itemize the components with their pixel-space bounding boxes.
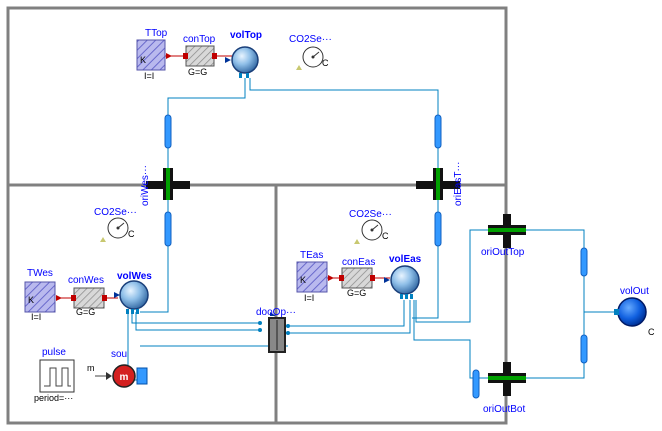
orifice-wes-top[interactable] — [146, 168, 190, 200]
voltop-volume[interactable] — [225, 46, 259, 78]
twes-port-label: K — [28, 295, 35, 305]
ttop-port-label: K — [140, 55, 147, 65]
conwes-label: conWes — [68, 275, 104, 286]
ttop-block[interactable] — [136, 39, 172, 71]
volwes-label: volWes — [117, 271, 152, 282]
ttop-param: I=I — [144, 71, 155, 81]
co2-sensor-wes[interactable] — [100, 217, 129, 242]
twes-block[interactable] — [24, 281, 62, 313]
pulse-param: period=··· — [34, 393, 74, 403]
heat-connections — [57, 55, 390, 299]
coneas-param: G=G — [347, 288, 367, 298]
orifice-out-top[interactable] — [488, 214, 526, 248]
co2-sensor-top-unit: C — [322, 58, 329, 68]
voltop-label: volTop — [230, 30, 263, 41]
voleas-volume[interactable] — [384, 265, 420, 299]
door-label: dooOp··· — [256, 307, 297, 318]
pipes — [164, 114, 588, 399]
coneas-label: conEas — [342, 257, 376, 268]
svg-text:m: m — [120, 372, 129, 383]
pulse-block[interactable] — [39, 359, 75, 393]
orifice-out-bot-label: oriOutBot — [483, 404, 526, 415]
fluid-connections — [127, 78, 614, 381]
sou-port-label: m — [87, 363, 95, 373]
co2-sensor-eas-label: CO2Se··· — [349, 209, 392, 220]
contop-block[interactable] — [183, 45, 217, 67]
conwes-block[interactable] — [71, 287, 107, 309]
contop-param: G=G — [188, 67, 208, 77]
volout-volume[interactable] — [614, 297, 647, 327]
volwes-volume[interactable] — [114, 280, 149, 314]
twes-param: I=I — [31, 312, 42, 322]
voleas-label: volEas — [389, 254, 422, 265]
teas-param: I=I — [304, 293, 315, 303]
co2-sensor-wes-label: CO2Se··· — [94, 207, 137, 218]
orifice-out-top-label: oriOutTop — [481, 247, 525, 258]
teas-block[interactable] — [296, 261, 334, 293]
teas-label: TEas — [300, 250, 324, 261]
co2-sensor-wes-unit: C — [128, 229, 135, 239]
orifice-eas-top-label: oriEasT··· — [453, 161, 464, 206]
co2-sensor-eas-unit: C — [382, 231, 389, 241]
walls — [6, 6, 508, 425]
conwes-param: G=G — [76, 307, 96, 317]
orifice-out-bot[interactable] — [488, 362, 526, 396]
contop-label: conTop — [183, 34, 216, 45]
coneas-block[interactable] — [339, 267, 375, 289]
teas-port-label: K — [300, 275, 307, 285]
ttop-label: TTop — [145, 28, 168, 39]
orifice-wes-top-label: oriWes··· — [140, 165, 151, 206]
orifice-eas-top[interactable] — [416, 168, 460, 200]
twes-label: TWes — [27, 268, 53, 279]
co2-sensor-top[interactable] — [296, 46, 324, 70]
pulse-label: pulse — [42, 347, 66, 358]
door-openable[interactable] — [258, 312, 290, 353]
sou-label: sou — [111, 349, 128, 360]
volout-unit: C — [648, 327, 655, 337]
co2-sensor-eas[interactable] — [354, 219, 383, 244]
volout-label: volOut — [620, 286, 649, 297]
co2-sensor-top-label: CO2Se··· — [289, 34, 332, 45]
sou-source[interactable]: m — [95, 364, 148, 388]
